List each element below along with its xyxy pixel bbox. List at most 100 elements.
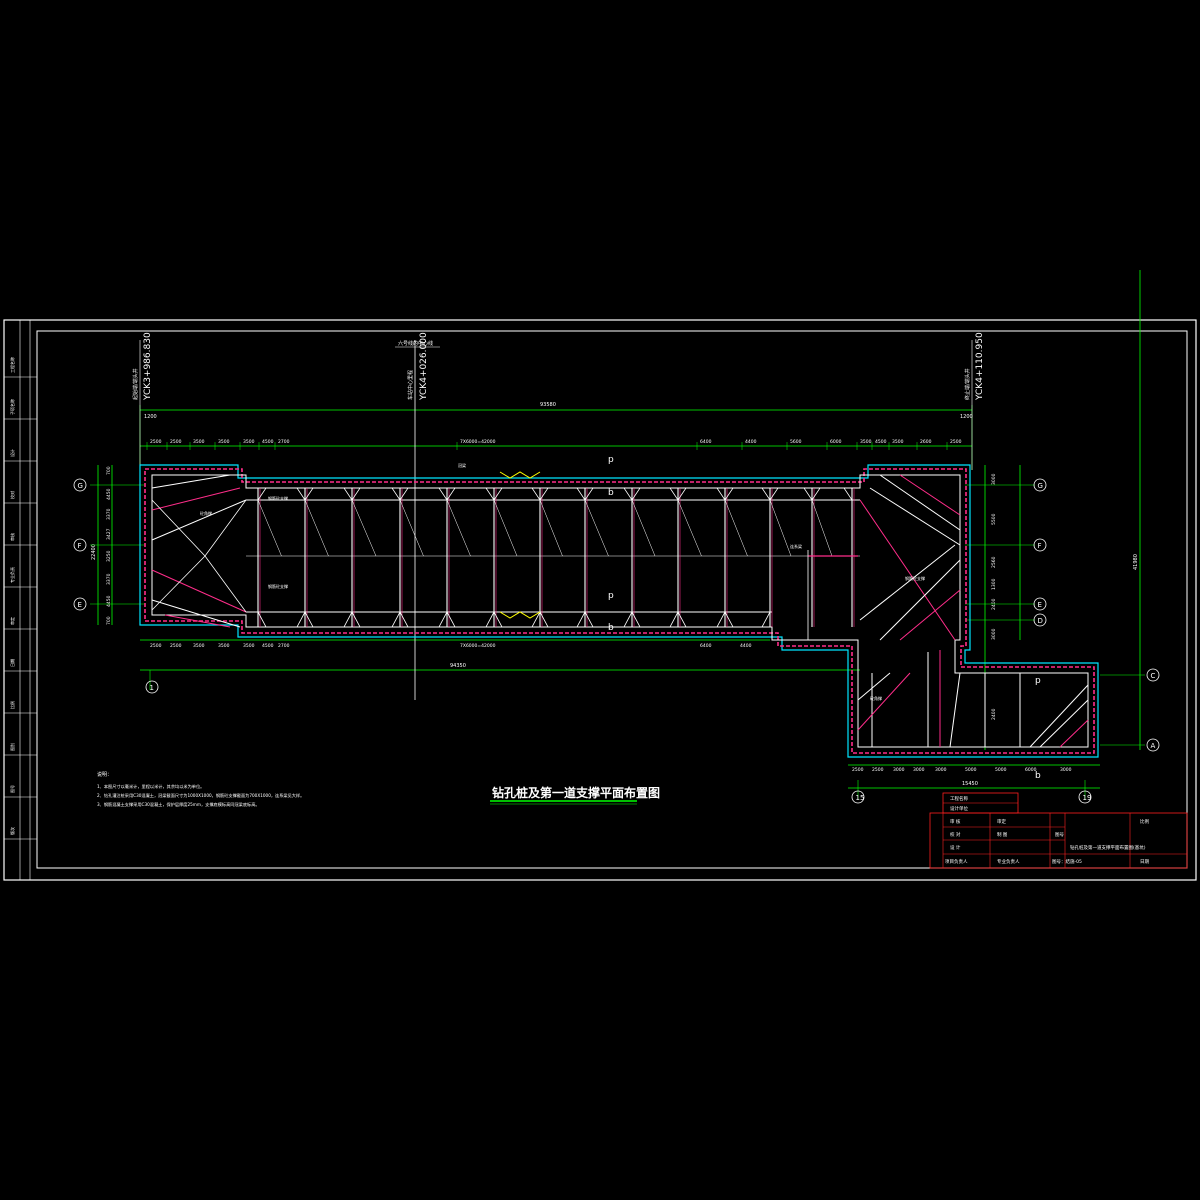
title-block-scale: 比例 bbox=[1140, 818, 1149, 825]
ext-dim-1: 2500 bbox=[852, 767, 864, 773]
ext-strut-5 bbox=[949, 672, 961, 748]
top-knee-12 bbox=[769, 487, 813, 501]
station-markers: YCK3+986.830 起始端/端头井 YCK4+026.000 车站中心里程… bbox=[132, 332, 985, 700]
station-left-note: 起始端/端头井 bbox=[132, 368, 139, 400]
left-vdim-3: 3370 bbox=[106, 508, 112, 520]
title-block: 工程名称 设计单位 审 核 校 对 设 计 制 图 项目负责人 专业负责人 审定… bbox=[929, 792, 1188, 869]
structure-labels: 冠梁 砼角撑 钢筋砼支撑 钢筋砼支撑 连系梁 钢筋砼支撑 砼角撑 bbox=[200, 462, 925, 701]
bottom-dim-2: 2500 bbox=[170, 643, 182, 649]
brace-a-3 bbox=[351, 499, 377, 557]
section-mark-1: p bbox=[608, 455, 614, 465]
brace-a-9 bbox=[631, 499, 656, 557]
brace-a-7 bbox=[539, 499, 563, 557]
left-vertical-total: 22400 bbox=[91, 544, 97, 560]
right-vdim-1: 3000 bbox=[991, 473, 997, 485]
left-corner-brace-6 bbox=[164, 614, 231, 628]
left-strip-label-9: 比例 bbox=[9, 701, 15, 709]
left-strip-label-7: 审定 bbox=[9, 617, 15, 625]
left-strip-label-12: 版次 bbox=[9, 827, 15, 835]
top-dim-3: 3500 bbox=[193, 439, 205, 445]
ext-dim-7: 5000 bbox=[995, 767, 1007, 773]
top-dim-14: 4500 bbox=[875, 439, 887, 445]
top-knee-3 bbox=[351, 487, 401, 501]
ext-dim-2: 2500 bbox=[872, 767, 884, 773]
left-vdim-5: 3250 bbox=[106, 550, 112, 562]
axis-bubble-5 bbox=[1033, 538, 1047, 552]
ext-dim-5: 3000 bbox=[935, 767, 947, 773]
title-block-review: 审 核 bbox=[950, 818, 961, 825]
title-block-designer: 设计单位 bbox=[950, 805, 968, 812]
bottom-dim-5: 3500 bbox=[243, 643, 255, 649]
bottom-knee-1 bbox=[257, 611, 306, 628]
top-dim-1: 2500 bbox=[150, 439, 162, 445]
ext-dim-6: 5000 bbox=[965, 767, 977, 773]
axis-bubble-label-9: A bbox=[1151, 742, 1156, 750]
top-knee-5 bbox=[446, 487, 495, 501]
axis-bubble-label-12: 19 bbox=[1083, 794, 1092, 802]
brace-a-6 bbox=[493, 499, 518, 557]
station-right-note: 终止端/端头井 bbox=[964, 368, 971, 400]
top-dim-15: 3500 bbox=[892, 439, 904, 445]
axis-bubble-1 bbox=[73, 478, 87, 492]
top-knee-13 bbox=[811, 487, 853, 501]
bottom-knee-3 bbox=[351, 611, 401, 628]
label-support-1: 钢筋砼支撑 bbox=[268, 495, 288, 501]
right-vdim-2: 5500 bbox=[991, 513, 997, 525]
left-vdim-6: 3370 bbox=[106, 573, 112, 585]
notes-heading: 说明： bbox=[97, 771, 112, 778]
left-vdim-7: 4450 bbox=[106, 595, 112, 607]
title-block-lead: 专业负责人 bbox=[997, 858, 1020, 865]
top-dim-13: 3500 bbox=[860, 439, 872, 445]
overall-dim-2: 93580 bbox=[540, 402, 556, 408]
title-block-number: 图号 bbox=[1055, 832, 1064, 838]
right-vdim-3: 2560 bbox=[991, 556, 997, 568]
top-dim-4: 3500 bbox=[218, 439, 230, 445]
top-knee-6 bbox=[493, 487, 541, 501]
note-1: 1、本图尺寸以毫米计，里程以米计，其余均以米为单位。 bbox=[97, 783, 204, 790]
ext-corner-brace-3 bbox=[1039, 699, 1089, 748]
bottom-knee-5 bbox=[446, 611, 495, 628]
right-corner-brace-7 bbox=[859, 544, 956, 621]
bottom-knee-4 bbox=[399, 611, 448, 628]
axis-bubble-4 bbox=[1033, 478, 1047, 492]
axis-bubble-6 bbox=[1033, 597, 1047, 611]
note-2: 2、钻孔灌注桩采用C30混凝土，冠梁截面尺寸为1000X1000，钢筋砼支撑截面… bbox=[97, 792, 304, 799]
bottom-knee-2 bbox=[304, 611, 353, 628]
top-knee-1 bbox=[257, 487, 306, 501]
ext-dim-8: 6000 bbox=[1025, 767, 1037, 773]
top-dim-8: 7X6000=42000 bbox=[460, 439, 496, 445]
right-corner-brace-6 bbox=[899, 589, 961, 641]
top-dim-10: 4400 bbox=[745, 439, 757, 445]
title-block-draft: 制 图 bbox=[997, 831, 1008, 838]
top-knee-11 bbox=[724, 487, 771, 501]
ext-corner-brace-5 bbox=[1029, 684, 1089, 748]
left-strip-label-3: 设计 bbox=[9, 449, 15, 457]
axis-bubble-label-4: G bbox=[1038, 482, 1043, 490]
top-dim-5: 3500 bbox=[243, 439, 255, 445]
bottom-dim-7: 2700 bbox=[278, 643, 290, 649]
brace-a-5 bbox=[446, 499, 471, 557]
note-3: 3、钢筋混凝土支撑采用C30混凝土，保护层厚度25mm，支撑底模标高同冠梁底标高… bbox=[97, 801, 260, 808]
top-knee-7 bbox=[539, 487, 586, 501]
title-block-drawing-name: 钻孔桩及第一道支撑平面布置图(基坑) bbox=[1070, 844, 1146, 851]
station-center: YCK4+026.000 bbox=[419, 332, 429, 401]
section-mark-4: b bbox=[608, 623, 614, 633]
top-dim-9: 6400 bbox=[700, 439, 712, 445]
right-corner-brace-5 bbox=[879, 559, 961, 641]
pile-outline bbox=[144, 468, 1095, 754]
top-knee-9 bbox=[631, 487, 679, 501]
brace-a-10 bbox=[677, 499, 702, 557]
axis-bubble-8 bbox=[1146, 668, 1160, 682]
bottom-knee-8 bbox=[584, 611, 633, 628]
support-beams bbox=[151, 474, 1089, 748]
left-strip-label-8: 日期 bbox=[9, 659, 15, 667]
right-vdim-4: 1300 bbox=[991, 578, 997, 590]
bottom-knee-6 bbox=[493, 611, 541, 628]
